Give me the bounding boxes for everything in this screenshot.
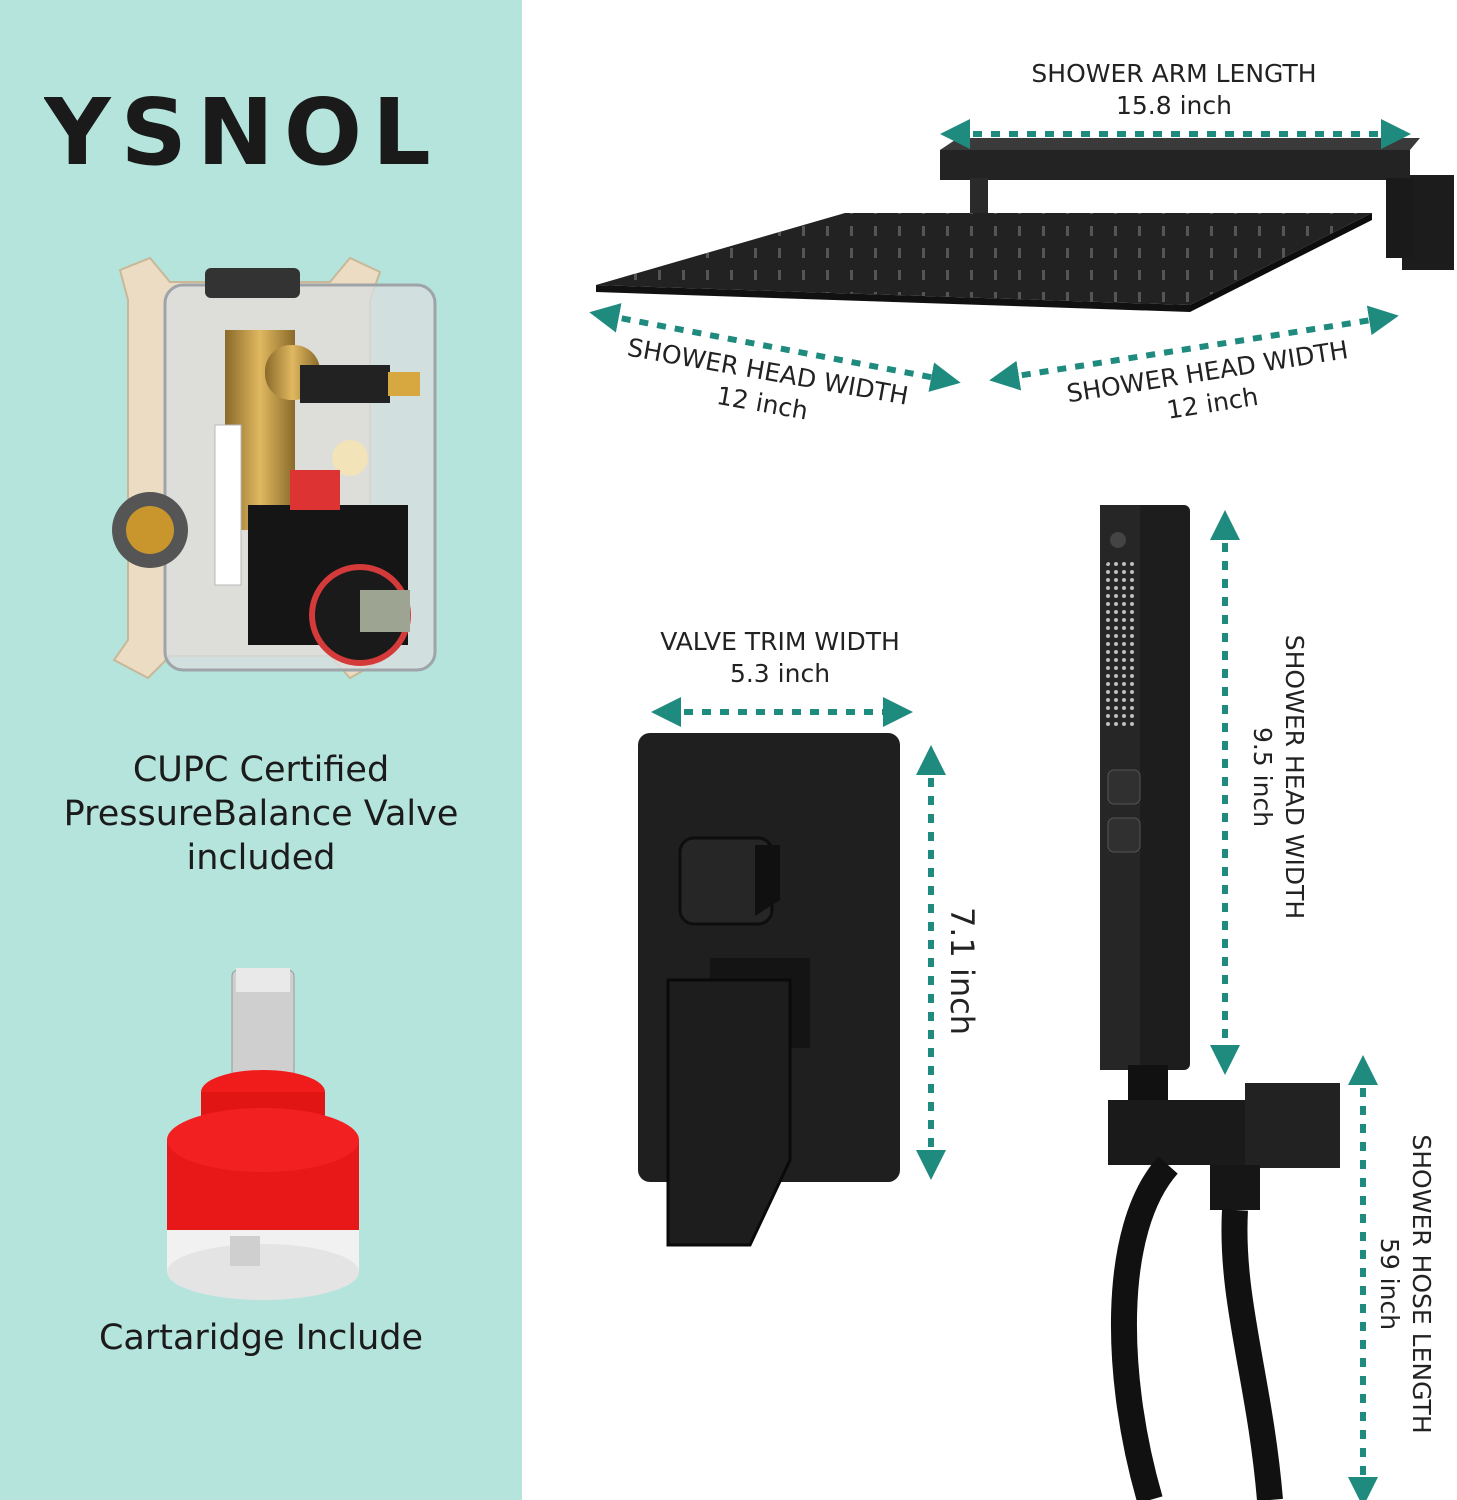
trim-width-label: VALVE TRIM WIDTH 5.3 inch	[660, 627, 900, 688]
cartridge-caption: Cartaridge Include	[98, 1318, 424, 1358]
hose-length-label: SHOWER HOSE LENGTH 59 inch	[1375, 1134, 1436, 1434]
brand-logo: YSNOL	[44, 80, 441, 180]
valve-trim-image	[638, 733, 900, 1247]
dimension-arrows	[589, 119, 1411, 1500]
trim-height-label: 7.1 inch	[943, 906, 981, 1036]
arm-length-label: SHOWER ARM LENGTH 15.8 inch	[1031, 59, 1317, 120]
brand-logo-text: YSNOL	[44, 80, 441, 180]
rain-shower-head-image	[596, 138, 1454, 312]
valve-caption: CUPC Certified PressureBalance Valve inc…	[20, 748, 502, 880]
valve-caption-line1: CUPC Certified	[132, 750, 390, 790]
valve-caption-line3: included	[186, 838, 336, 878]
cartridge-image	[167, 968, 359, 1300]
handheld-length-label: SHOWER HEAD WIDTH 9.5 inch	[1248, 634, 1309, 920]
valve-caption-line2: PressureBalance Valve	[63, 794, 459, 834]
rough-in-valve-image	[112, 256, 437, 680]
handheld-shower-image	[1100, 505, 1340, 1500]
arrow-head-width-left	[589, 303, 961, 392]
